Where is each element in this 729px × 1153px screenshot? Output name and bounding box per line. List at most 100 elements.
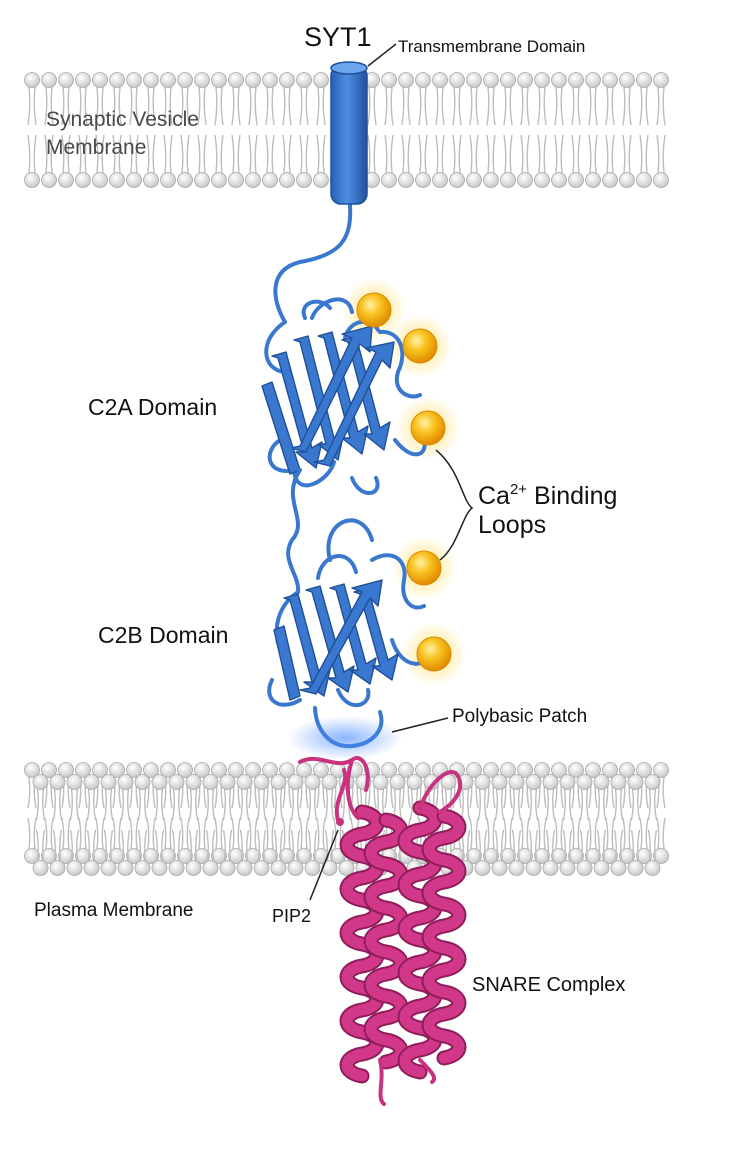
lipid-head xyxy=(211,172,227,188)
lipid-tail xyxy=(42,788,46,821)
lipid-tail xyxy=(594,134,598,174)
lipid-head xyxy=(41,848,57,864)
lipid-head xyxy=(75,762,91,778)
lipid-head xyxy=(602,848,618,864)
lipid-tail xyxy=(110,788,114,821)
lipid-tail xyxy=(129,134,133,174)
calcium-ion xyxy=(402,328,438,364)
lipid-tail xyxy=(384,134,388,174)
lipid-head xyxy=(126,762,142,778)
lipid-head xyxy=(381,762,397,778)
lipid-head xyxy=(75,72,91,88)
lipid-head xyxy=(653,72,669,88)
lipid-head xyxy=(194,172,210,188)
lipid-tail xyxy=(237,86,241,126)
ca-binding-word: Binding xyxy=(527,482,617,510)
lipid-tail xyxy=(554,86,558,126)
lipid-tail xyxy=(61,86,65,126)
lipid-head xyxy=(211,848,227,864)
lipid-tail xyxy=(229,788,233,821)
lipid-head xyxy=(177,848,193,864)
lipid-tail xyxy=(418,134,422,174)
lipid-tail xyxy=(33,817,37,850)
lipid-tail xyxy=(322,86,326,126)
lipid-tail xyxy=(101,134,105,174)
lipid-tail xyxy=(265,817,269,850)
lipid-tail xyxy=(518,788,522,821)
lipid-tail xyxy=(180,134,184,174)
lipid-tail xyxy=(526,86,530,126)
lipid-head xyxy=(576,860,593,876)
lipid-tail xyxy=(220,817,224,850)
lipid-head xyxy=(585,762,601,778)
lipid-head xyxy=(151,860,168,876)
lipid-tail xyxy=(630,829,634,862)
calcium-ion xyxy=(406,550,442,586)
lipid-tail xyxy=(103,788,107,821)
lipid-tail xyxy=(220,134,224,174)
vesicle-membrane-label-1: Synaptic Vesicle xyxy=(46,108,199,131)
lipid-tail xyxy=(61,134,65,174)
lipid-tail xyxy=(78,134,82,174)
lipid-tail xyxy=(271,817,275,850)
lipid-tail xyxy=(605,134,609,174)
lipid-tail xyxy=(333,817,337,850)
lipid-tail xyxy=(367,134,371,174)
lipid-tail xyxy=(265,134,269,174)
lipid-tail xyxy=(552,829,556,862)
lipid-tail xyxy=(86,788,90,821)
lipid-head xyxy=(32,774,49,790)
lipid-head xyxy=(534,762,550,778)
lipid-head xyxy=(483,72,499,88)
lipid-tail xyxy=(178,788,182,821)
lipid-head xyxy=(228,172,244,188)
lipid-tail xyxy=(137,829,141,862)
lipid-head xyxy=(49,774,66,790)
lipid-tail xyxy=(501,788,505,821)
lipid-tail xyxy=(305,817,309,850)
lipid-head xyxy=(194,72,210,88)
lipid-head xyxy=(117,774,134,790)
lipid-tail xyxy=(611,134,615,174)
lipid-tail xyxy=(282,86,286,126)
lipid-head xyxy=(177,762,193,778)
lipid-tail xyxy=(169,817,173,850)
lipid-head xyxy=(245,172,261,188)
lipid-head xyxy=(228,762,244,778)
lipid-tail xyxy=(588,86,592,126)
lipid-tail xyxy=(44,86,48,126)
lipid-tail xyxy=(203,134,207,174)
lipid-head xyxy=(585,848,601,864)
lipid-tail xyxy=(127,829,131,862)
lipid-tail xyxy=(662,86,666,126)
lipid-head xyxy=(66,774,83,790)
tm-linker xyxy=(273,203,353,324)
snare-complex-label: SNARE Complex xyxy=(472,974,625,996)
lipid-head xyxy=(168,860,185,876)
lipid-tail xyxy=(112,86,116,126)
lipid-tail xyxy=(494,788,498,821)
lipid-head xyxy=(610,860,627,876)
lipid-tail xyxy=(554,134,558,174)
lipid-head xyxy=(619,72,635,88)
lipid-tail xyxy=(84,817,88,850)
lipid-head xyxy=(92,72,108,88)
calcium-ions xyxy=(356,292,452,672)
lipid-head xyxy=(279,848,295,864)
ca-symbol: Ca xyxy=(478,482,510,510)
lipid-tail xyxy=(288,817,292,850)
lipid-head xyxy=(160,72,176,88)
lipid-head xyxy=(134,774,151,790)
lipid-head xyxy=(313,72,329,88)
lipid-tail xyxy=(265,86,269,126)
polybasic-patch-glow xyxy=(287,716,403,760)
snare-complex xyxy=(298,756,467,1106)
lipid-tail xyxy=(305,134,309,174)
lipid-tail xyxy=(656,86,660,126)
lipid-tail xyxy=(611,86,615,126)
lipid-head xyxy=(126,848,142,864)
lipid-tail xyxy=(163,86,167,126)
lipid-head xyxy=(508,774,525,790)
lipid-head xyxy=(32,860,49,876)
lipid-head xyxy=(627,860,644,876)
